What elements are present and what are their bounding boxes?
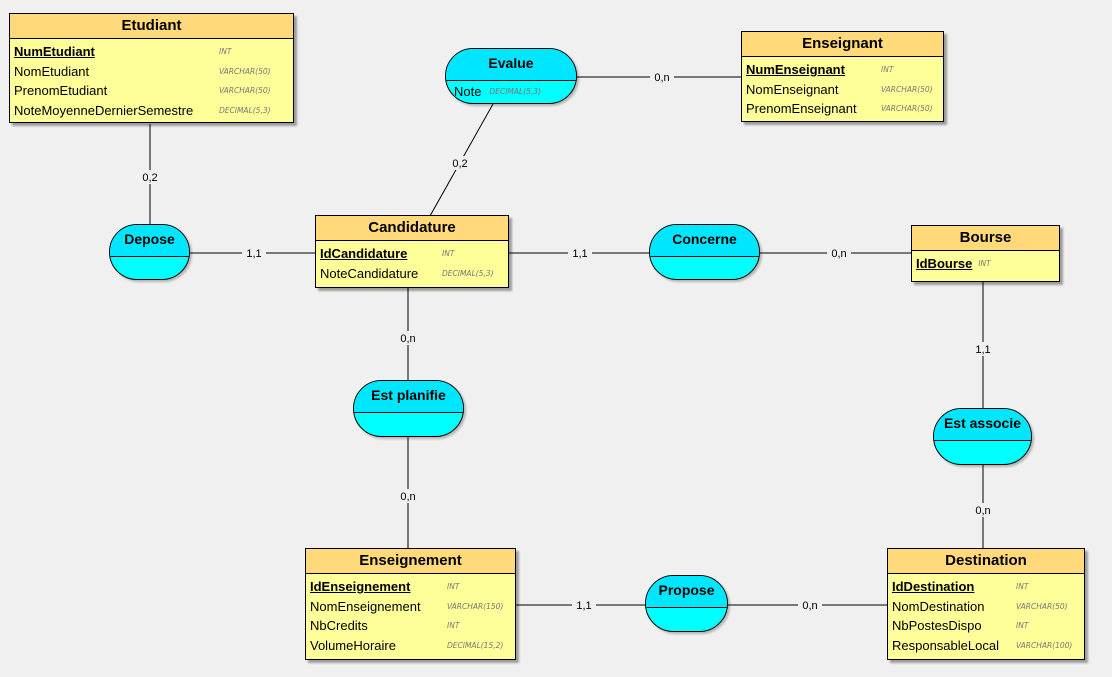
attribute-row: PrenomEtudiant VARCHAR(50) [14, 81, 289, 101]
attribute-type: INT [1016, 582, 1029, 592]
attribute-type: DECIMAL(15,2) [447, 640, 504, 650]
attribute-row: NomEnseignant VARCHAR(50) [746, 80, 939, 100]
card-concerne-bourse: 0,n [831, 248, 846, 260]
attribute-name: IdDestination [892, 579, 975, 595]
association-title: Est associe [934, 409, 1031, 441]
card-candidature-concerne: 1,1 [572, 248, 587, 260]
association-title: Propose [646, 576, 727, 608]
attribute-name: VolumeHoraire [310, 637, 396, 653]
attribute-row: IdEnseignement INT [310, 577, 511, 597]
attribute-type: INT [219, 47, 232, 57]
attribute-name: PrenomEtudiant [14, 83, 108, 99]
association-depose[interactable]: Depose [109, 224, 190, 280]
attribute-type: VARCHAR(50) [219, 66, 271, 76]
attribute-type: VARCHAR(50) [881, 104, 933, 114]
card-enseignement-propose: 1,1 [576, 600, 591, 612]
entity-title: Enseignant [742, 32, 943, 57]
card-planifie-enseignement: 0,n [400, 491, 415, 503]
attribute-type: INT [1016, 621, 1029, 631]
attribute-row: VolumeHoraire DECIMAL(15,2) [310, 636, 511, 656]
attribute-name: IdEnseignement [310, 579, 411, 595]
card-depose-candidature: 1,1 [246, 248, 261, 260]
entity-title: Candidature [316, 216, 508, 241]
attribute-name: NbPostesDispo [892, 618, 982, 634]
attribute-name: NumEnseignant [746, 62, 845, 78]
attribute-type: DECIMAL(5,3) [489, 87, 541, 96]
attribute-type: INT [447, 582, 460, 592]
attribute-name: NomEtudiant [14, 63, 90, 79]
attribute-row: PrenomEnseignant VARCHAR(50) [746, 99, 939, 119]
entity-candidature[interactable]: Candidature IdCandidature INT NoteCandida… [315, 215, 509, 288]
card-associe-destination: 0,n [975, 505, 990, 517]
association-title: Depose [110, 225, 189, 257]
entity-title: Bourse [912, 226, 1059, 251]
attribute-type: VARCHAR(50) [1016, 601, 1068, 611]
card-propose-destination: 0,n [802, 600, 817, 612]
association-propose[interactable]: Propose [645, 575, 728, 632]
attribute-type: VARCHAR(100) [1016, 640, 1073, 650]
attribute-name: NomEnseignant [746, 81, 839, 97]
attribute-name: Note [454, 84, 482, 99]
attribute-type: INT [447, 621, 460, 631]
attribute-name: NoteCandidature [320, 265, 419, 281]
attribute-name: IdCandidature [320, 246, 408, 262]
attribute-type: VARCHAR(50) [881, 84, 933, 94]
attribute-type: INT [978, 259, 991, 269]
association-title: Concerne [650, 225, 759, 257]
attribute-row: NomEnseignement VARCHAR(150) [310, 597, 511, 617]
attribute-row: NomDestination VARCHAR(50) [892, 597, 1080, 617]
attribute-row: ResponsableLocal VARCHAR(100) [892, 636, 1080, 656]
attribute-type: DECIMAL(5,3) [442, 268, 494, 278]
entity-title: Enseignement [306, 549, 515, 574]
attribute-row: NumEnseignant INT [746, 60, 939, 80]
entity-bourse[interactable]: Bourse IdBourse INT [911, 225, 1060, 282]
attribute-name: ResponsableLocal [892, 637, 999, 653]
card-bourse-associe: 1,1 [975, 344, 990, 356]
attribute-name: NomDestination [892, 598, 985, 614]
association-title: Est planifie [354, 381, 463, 413]
attribute-name: PrenomEnseignant [746, 101, 857, 117]
attribute-type: VARCHAR(50) [219, 86, 271, 96]
association-concerne[interactable]: Concerne [649, 224, 760, 280]
attribute-row: NomEtudiant VARCHAR(50) [14, 62, 289, 82]
entity-enseignant[interactable]: Enseignant NumEnseignant INT NomEnseignan… [741, 31, 944, 122]
attribute-type: DECIMAL(5,3) [219, 105, 271, 115]
attribute-name: NoteMoyenneDernierSemestre [14, 102, 194, 118]
attribute-row: NoteMoyenneDernierSemestre DECIMAL(5,3) [14, 101, 289, 121]
association-title: Evalue [446, 49, 576, 81]
attribute-type: VARCHAR(150) [447, 601, 504, 611]
card-evalue-enseignant: 0,n [654, 72, 669, 84]
attribute-name: NumEtudiant [14, 44, 95, 60]
entity-title: Etudiant [10, 14, 293, 39]
association-evalue[interactable]: Evalue Note DECIMAL(5,3) [445, 48, 577, 104]
attribute-row: NumEtudiant INT [14, 42, 289, 62]
attribute-row: IdDestination INT [892, 577, 1080, 597]
card-evalue-candidature: 0,2 [452, 158, 467, 170]
attribute-row: NoteCandidature DECIMAL(5,3) [320, 264, 504, 284]
attribute-name: NomEnseignement [310, 598, 421, 614]
attribute-row: NbPostesDispo INT [892, 616, 1080, 636]
attribute-row: IdCandidature INT [320, 244, 504, 264]
attribute-row: NbCredits INT [310, 616, 511, 636]
association-est-associe[interactable]: Est associe [933, 408, 1032, 465]
card-candidature-planifie: 0,n [400, 333, 415, 345]
attribute-name: NbCredits [310, 618, 368, 634]
attribute-type: INT [442, 249, 455, 259]
card-etudiant-depose: 0,2 [142, 172, 157, 184]
association-est-planifie[interactable]: Est planifie [353, 380, 464, 437]
entity-title: Destination [888, 549, 1084, 574]
attribute-row: IdBourse INT [916, 254, 1055, 274]
attribute-name: IdBourse [916, 256, 973, 272]
attribute-type: INT [881, 65, 894, 75]
